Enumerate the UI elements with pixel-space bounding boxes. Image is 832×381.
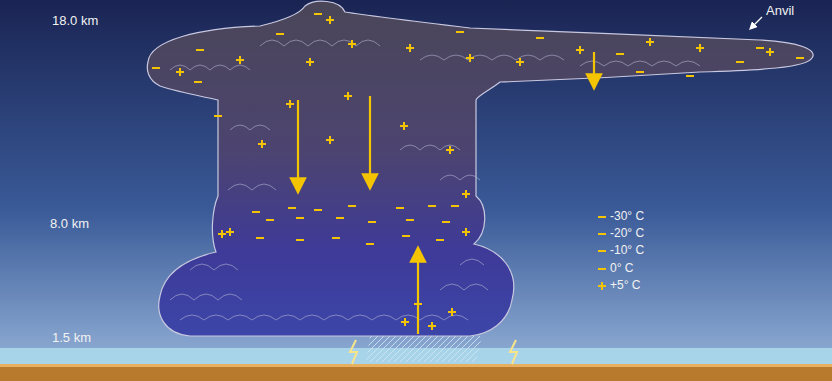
temperature-label: -20° C bbox=[610, 227, 644, 240]
charge-mark bbox=[289, 100, 291, 108]
charge-mark bbox=[396, 207, 404, 209]
charge-mark bbox=[442, 221, 450, 223]
charge-mark bbox=[451, 205, 459, 207]
charge-mark bbox=[309, 58, 311, 66]
charge-mark bbox=[256, 237, 264, 239]
charge-mark bbox=[519, 58, 521, 66]
charge-mark bbox=[465, 190, 467, 198]
charge-mark bbox=[406, 219, 414, 221]
charge-mark bbox=[296, 217, 304, 219]
temperature-label: +5° C bbox=[610, 279, 640, 292]
charge-mark bbox=[351, 40, 353, 48]
charge-mark bbox=[796, 57, 804, 59]
charge-mark bbox=[332, 237, 340, 239]
charge-mark bbox=[314, 13, 322, 15]
charge-mark bbox=[179, 68, 181, 76]
height-label: 8.0 km bbox=[50, 217, 89, 231]
charge-mark bbox=[348, 205, 356, 207]
charge-mark bbox=[431, 322, 433, 330]
height-label: 18.0 km bbox=[52, 14, 98, 28]
temperature-label: 0° C bbox=[610, 262, 633, 275]
temperature-label: -30° C bbox=[610, 210, 644, 223]
charge-mark bbox=[194, 81, 202, 83]
charge-mark bbox=[449, 146, 451, 154]
charge-mark bbox=[288, 207, 296, 209]
charge-mark bbox=[428, 205, 436, 207]
charge-mark bbox=[266, 219, 274, 221]
charge-mark bbox=[736, 61, 744, 63]
charge-mark bbox=[636, 71, 644, 73]
charge-mark bbox=[368, 221, 376, 223]
charge-mark bbox=[221, 230, 223, 238]
charge-mark bbox=[686, 75, 694, 77]
charge-mark bbox=[366, 243, 374, 245]
charge-mark bbox=[436, 239, 444, 241]
charge-mark bbox=[261, 140, 263, 148]
charge-mark bbox=[239, 56, 241, 64]
charge-mark bbox=[404, 318, 406, 326]
charge-mark bbox=[196, 49, 204, 51]
height-label: 1.5 km bbox=[52, 331, 91, 345]
charge-mark bbox=[329, 16, 331, 24]
charge-mark bbox=[214, 115, 222, 117]
charge-mark bbox=[347, 92, 349, 100]
charge-mark bbox=[409, 44, 411, 52]
charge-mark bbox=[769, 48, 771, 56]
charge-mark bbox=[402, 235, 410, 237]
charge-mark bbox=[616, 53, 624, 55]
charge-mark bbox=[699, 44, 701, 52]
charge-mark bbox=[649, 38, 651, 46]
charge-mark bbox=[465, 228, 467, 236]
charge-mark bbox=[314, 209, 322, 211]
charge-mark bbox=[329, 136, 331, 144]
charge-mark bbox=[469, 54, 471, 62]
charge-mark bbox=[456, 31, 464, 33]
charge-mark bbox=[451, 308, 453, 316]
charge-mark bbox=[756, 47, 764, 49]
charge-mark bbox=[152, 67, 160, 69]
charge-mark bbox=[336, 217, 344, 219]
charge-mark bbox=[296, 239, 304, 241]
charge-mark bbox=[252, 211, 260, 213]
charge-mark bbox=[229, 228, 231, 236]
anvil-label: Anvil bbox=[766, 4, 794, 18]
temperature-label: -10° C bbox=[610, 244, 644, 257]
charge-mark bbox=[276, 33, 284, 35]
charge-mark bbox=[403, 122, 405, 130]
charge-mark bbox=[579, 46, 581, 54]
charge-mark bbox=[536, 37, 544, 39]
